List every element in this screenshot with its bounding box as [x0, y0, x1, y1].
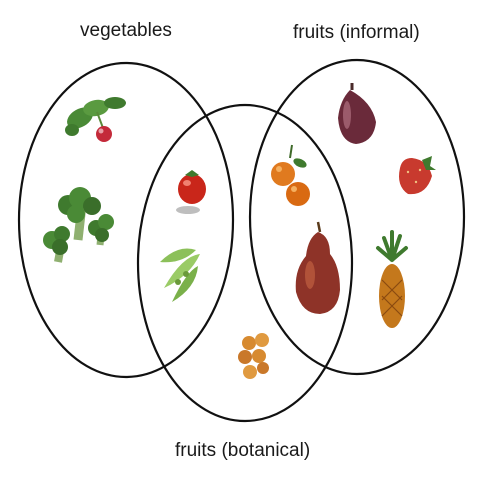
nuts-icon [238, 333, 269, 379]
pineapple-icon [376, 230, 408, 328]
broccoli-icon [43, 187, 114, 263]
strawberry-icon [399, 156, 436, 195]
vegetables-label: vegetables [80, 20, 172, 41]
fruits-informal-circle [248, 58, 466, 376]
fruits-informal-label: fruits (informal) [293, 22, 420, 43]
pea-pod-icon [160, 248, 200, 302]
fig-icon [338, 83, 376, 144]
fruits-botanical-label: fruits (botanical) [175, 440, 311, 461]
orange-icon [271, 144, 310, 206]
vegetables-circle [17, 61, 235, 379]
fruits-botanical-circle [136, 103, 354, 423]
tomato-icon [176, 170, 206, 214]
pear-icon [295, 221, 340, 314]
radish-icon [65, 97, 126, 142]
